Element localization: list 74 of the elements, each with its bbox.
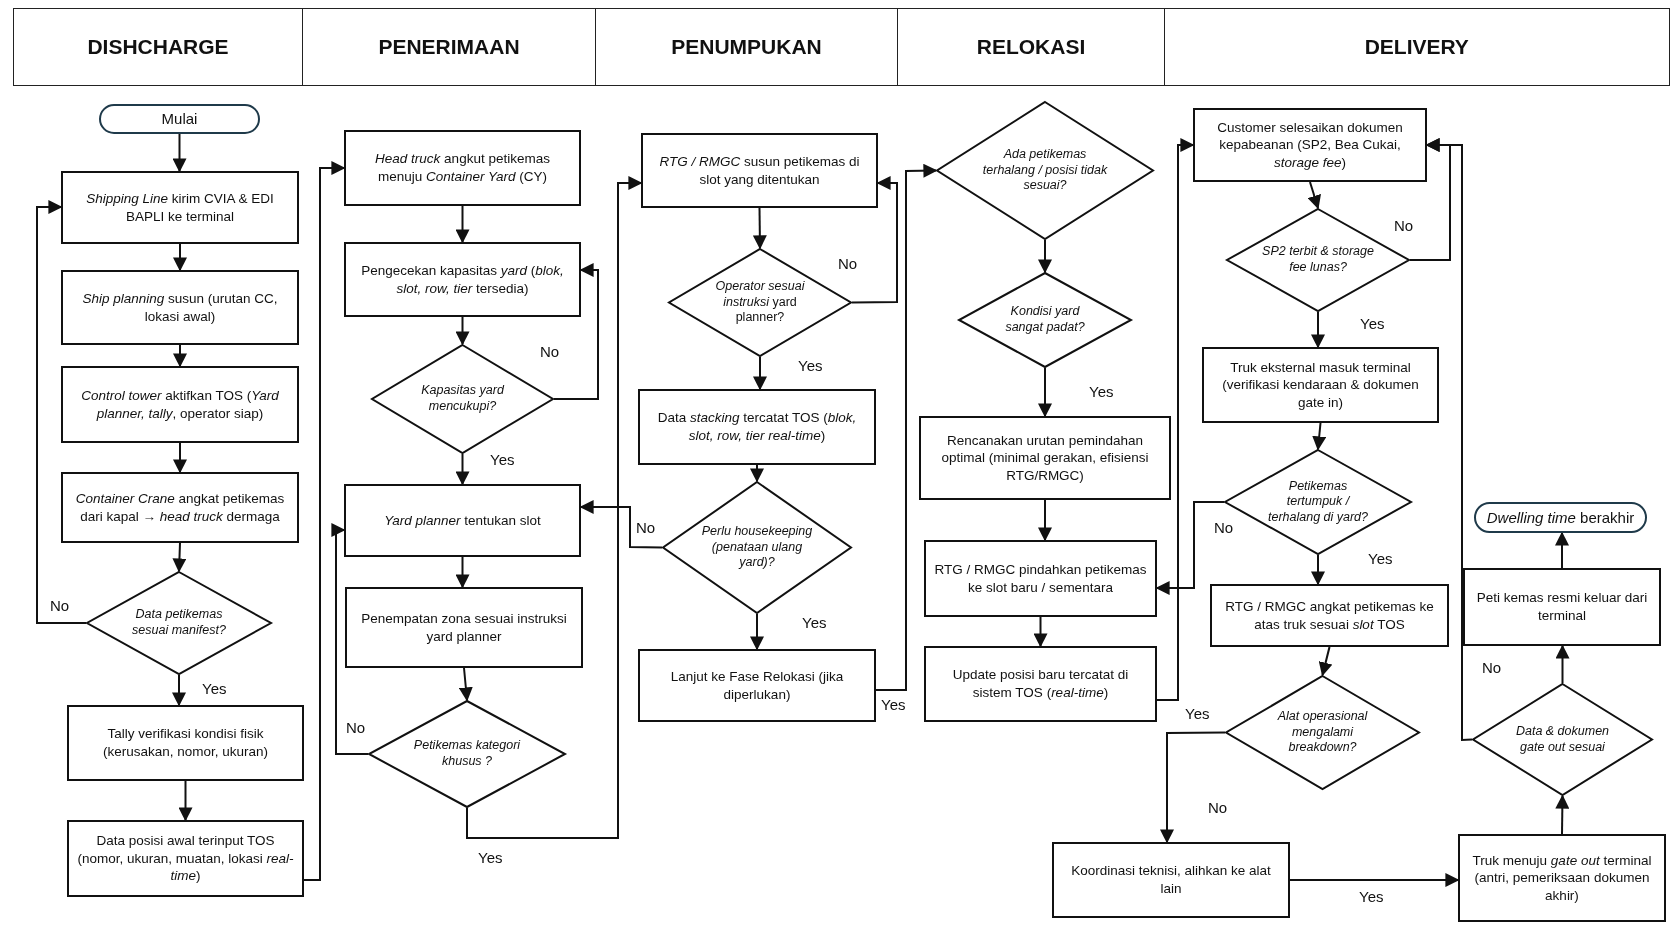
process-box: Ship planning susun (urutan CC, lokasi awal): [61, 270, 299, 345]
decision-diamond: Kondisi yard sangat padat?: [958, 272, 1132, 368]
arrow: [1160, 731, 1226, 844]
arrow: [36, 200, 87, 624]
process-box: Container Crane angkat petikemas dari kapal → head truck dermaga: [61, 472, 299, 543]
arrow: [458, 667, 473, 702]
arrow: [1311, 554, 1325, 586]
process-box: Customer selesaikan dokumen kepabeanan (SP2, Bea Cukai, storage fee): [1193, 108, 1427, 182]
arrow: [1311, 311, 1325, 349]
arrow: [455, 316, 470, 346]
process-box: Head truck angkut petikemas menuju Container Yard (CY): [344, 130, 581, 206]
arrow: [1307, 181, 1321, 210]
arrow: [1038, 367, 1052, 418]
arrow: [1312, 422, 1327, 451]
process-box: Penempatan zona sesuai instruksi yard planner: [345, 587, 583, 668]
arrow: [173, 344, 187, 368]
process-box: Truk eksternal masuk terminal (verifikasi kendaraan & dokumen gate in): [1202, 347, 1439, 423]
process-box: Yard planner tentukan slot: [344, 484, 581, 557]
arrow: [1038, 239, 1052, 274]
arrow: [1555, 794, 1570, 835]
arrow: [1318, 646, 1333, 677]
arrow: [1555, 531, 1569, 569]
terminator: Dwelling time berakhir: [1474, 502, 1647, 533]
decision-diamond: Alat operasional mengalami breakdown?: [1225, 675, 1420, 790]
terminator: Mulai: [99, 104, 260, 134]
process-box: RTG / RMGC angkat petikemas ke atas truk sesuai slot TOS: [1210, 584, 1449, 647]
lane-header: DELIVERY: [1164, 8, 1670, 86]
arrow: [1033, 616, 1048, 648]
arrow: [753, 356, 767, 391]
process-box: RTG / RMGC susun petikemas di slot yang ditentukan: [641, 133, 878, 208]
process-box: Tally verifikasi kondisi fisik (kerusakan, nomor, ukuran): [67, 705, 304, 781]
process-box: Rencanakan urutan pemindahan optimal (minimal gerakan, efisiensi RTG/RMGC): [919, 416, 1171, 500]
arrow: [750, 464, 764, 483]
arrow: [750, 613, 764, 651]
arrow: [752, 207, 767, 250]
process-box: Lanjut ke Fase Relokasi (jika diperlukan): [638, 649, 876, 722]
arrow: [1156, 138, 1195, 701]
process-box: Data stacking tercatat TOS (blok, slot, row, tier real-time): [638, 389, 876, 465]
process-box: Truk menuju gate out terminal (antri, pemeriksaan dokumen akhir): [1458, 834, 1666, 922]
arrow: [172, 133, 187, 173]
lane-header: RELOKASI: [897, 8, 1164, 86]
arrow: [303, 161, 346, 881]
decision-diamond: Data petikemas sesuai manifest?: [86, 571, 272, 675]
decision-diamond: Petikemas kategori khusus ?: [368, 700, 566, 808]
process-box: Shipping Line kirim CVIA & EDI BAPLI ke terminal: [61, 171, 299, 244]
process-box: Control tower aktifkan TOS (Yard planner, tally, operator siap): [61, 366, 299, 443]
arrow: [553, 263, 599, 400]
arrow: [455, 205, 470, 244]
decision-diamond: Data & dokumen gate out sesuai: [1472, 683, 1653, 796]
process-box: Data posisi awal terinput TOS (nomor, ukuran, muatan, lokasi real-time): [67, 820, 304, 897]
arrow: [455, 556, 470, 589]
arrow: [173, 442, 187, 474]
process-box: Pengecekan kapasitas yard (blok, slot, row, tier tersedia): [344, 242, 581, 317]
arrow: [466, 176, 643, 839]
arrow: [455, 453, 470, 486]
decision-diamond: Perlu housekeeping (penataan ulang yard)?: [662, 481, 852, 614]
lane-header: PENERIMAAN: [302, 8, 595, 86]
arrow: [172, 674, 186, 707]
arrow: [331, 523, 369, 755]
process-box: Peti kemas resmi keluar dari terminal: [1463, 568, 1661, 646]
process-box: Koordinasi teknisi, alihkan ke alat lain: [1052, 842, 1290, 918]
arrow: [851, 176, 898, 304]
arrow: [178, 780, 193, 822]
arrow: [172, 542, 187, 573]
process-box: RTG / RMGC pindahkan petikemas ke slot baru / sementara: [924, 540, 1157, 617]
lane-header: DISHCHARGE: [13, 8, 302, 86]
arrow: [875, 163, 938, 691]
arrow: [1038, 499, 1052, 542]
arrow: [1555, 644, 1570, 684]
lane-header: PENUMPUKAN: [595, 8, 897, 86]
process-box: Update posisi baru tercatat di sistem TOS (real-time): [924, 646, 1157, 722]
decision-diamond: Ada petikemas terhalang / posisi tidak sesuai?: [936, 101, 1154, 240]
arrow: [1289, 873, 1460, 887]
arrow: [173, 243, 187, 272]
